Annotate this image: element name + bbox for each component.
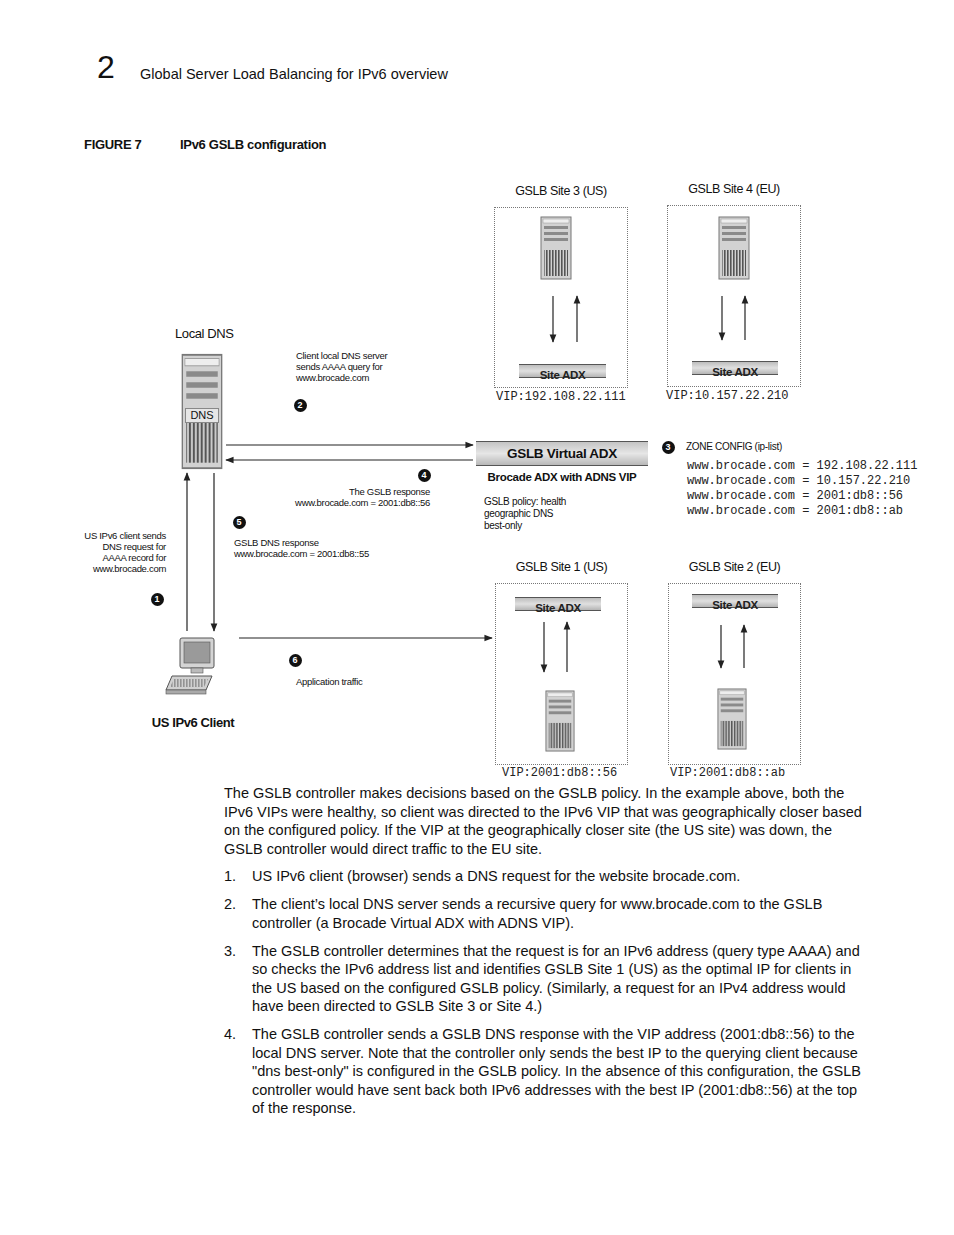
vip-address: VIP:192.108.22.111	[496, 391, 626, 404]
list-number: 4.	[224, 1025, 252, 1118]
node-text: DNS	[185, 408, 219, 423]
node-title: Site ADX	[712, 599, 758, 611]
list-text: US IPv6 client (browser) sends a DNS req…	[252, 867, 872, 886]
figure-number: FIGURE 7	[84, 137, 142, 152]
callout-number: 2	[294, 399, 307, 412]
list-item: 3.The GSLB controller determines that th…	[224, 942, 872, 1016]
site-box: GSLB Site 4 (EU)Site ADX	[667, 205, 801, 387]
callout-number: 4	[418, 469, 431, 482]
zone-heading: ZONE CONFIG (ip-list)	[686, 441, 782, 453]
vip-address: VIP:10.157.22.210	[666, 390, 788, 403]
list-item: 1.US IPv6 client (browser) sends a DNS r…	[224, 867, 872, 886]
request-note: Client local DNS server sends AAAA query…	[296, 350, 396, 383]
node-title: Site ADX	[540, 369, 586, 381]
server-icon	[541, 217, 571, 279]
list-item: 2.The client’s local DNS server sends a …	[224, 895, 872, 932]
node-title: GSLB Site 1 (US)	[486, 560, 637, 574]
traffic-note: Application traffic	[296, 676, 416, 687]
node-title: GSLB Site 4 (EU)	[658, 182, 810, 196]
zone-entry: www.brocade.com = 192.108.22.111	[687, 460, 917, 473]
node-title: Local DNS	[175, 326, 234, 341]
site-adx-band: Site ADX	[692, 594, 778, 608]
list-number: 1.	[224, 867, 252, 886]
computer-icon	[166, 638, 214, 694]
list-number: 2.	[224, 895, 252, 932]
callout-number: 6	[289, 654, 302, 667]
site-adx-band: Site ADX	[515, 597, 601, 611]
callout-number: 1	[151, 593, 164, 606]
node-title: Site ADX	[712, 366, 758, 378]
site-box: GSLB Site 1 (US)Site ADX	[495, 583, 628, 765]
server-icon	[718, 689, 746, 749]
request-note: US IPv6 client sends DNS request for AAA…	[78, 530, 166, 574]
figure-caption: IPv6 GSLB configuration	[180, 137, 326, 152]
server-icon	[719, 217, 749, 279]
site-adx-band: Site ADX	[519, 364, 606, 378]
node-title: US IPv6 Client	[138, 715, 248, 730]
flow-arrow	[226, 459, 473, 460]
list-number: 3.	[224, 942, 252, 1016]
dns-server: Local DNSDNS	[181, 353, 223, 470]
body-text: The GSLB controller makes decisions base…	[224, 784, 872, 1127]
site-adx-band: Site ADX	[692, 361, 778, 375]
running-header: Global Server Load Balancing for IPv6 ov…	[140, 65, 448, 83]
callout-number: 5	[233, 516, 246, 529]
gslb-controller: GSLB Virtual ADX Brocade ADX with ADNS VI…	[476, 441, 648, 485]
dns-server-icon	[182, 355, 221, 468]
node-title: GSLB Virtual ADX	[476, 441, 648, 466]
response-note: The GSLB response www.brocade.com = 2001…	[288, 486, 430, 508]
flow-arrow	[213, 473, 214, 631]
zone-entry: www.brocade.com = 2001:db8::ab	[687, 505, 903, 518]
chapter-number: 2	[97, 50, 115, 84]
flow-arrow	[239, 637, 492, 638]
body-paragraph: The GSLB controller makes decisions base…	[224, 784, 872, 858]
list-text: The GSLB controller sends a GSLB DNS res…	[252, 1025, 872, 1118]
client-computer: US IPv6 Client	[150, 634, 236, 730]
node-title: GSLB Site 2 (EU)	[659, 560, 810, 574]
node-title: Site ADX	[535, 602, 581, 614]
flow-arrow	[226, 444, 473, 445]
node-text: Brocade ADX with ADNS VIP	[476, 471, 648, 483]
list-item: 4.The GSLB controller sends a GSLB DNS r…	[224, 1025, 872, 1118]
zone-entry: www.brocade.com = 2001:db8::56	[687, 490, 903, 503]
response-note: GSLB DNS response www.brocade.com = 2001…	[234, 537, 379, 559]
policy-note: GSLB policy: health geographic DNS best-…	[484, 496, 568, 532]
server-icon	[546, 691, 574, 751]
node-title: GSLB Site 3 (US)	[485, 184, 637, 198]
zone-entry: www.brocade.com = 10.157.22.210	[687, 475, 910, 488]
callout-number: 3	[662, 441, 675, 454]
vip-address: VIP:2001:db8::56	[502, 767, 617, 780]
vip-address: VIP:2001:db8::ab	[670, 767, 785, 780]
flow-arrow	[186, 473, 187, 631]
list-text: The GSLB controller determines that the …	[252, 942, 872, 1016]
list-text: The client’s local DNS server sends a re…	[252, 895, 872, 932]
site-box: GSLB Site 2 (EU)Site ADX	[668, 583, 801, 765]
site-box: GSLB Site 3 (US)Site ADX	[494, 207, 628, 388]
